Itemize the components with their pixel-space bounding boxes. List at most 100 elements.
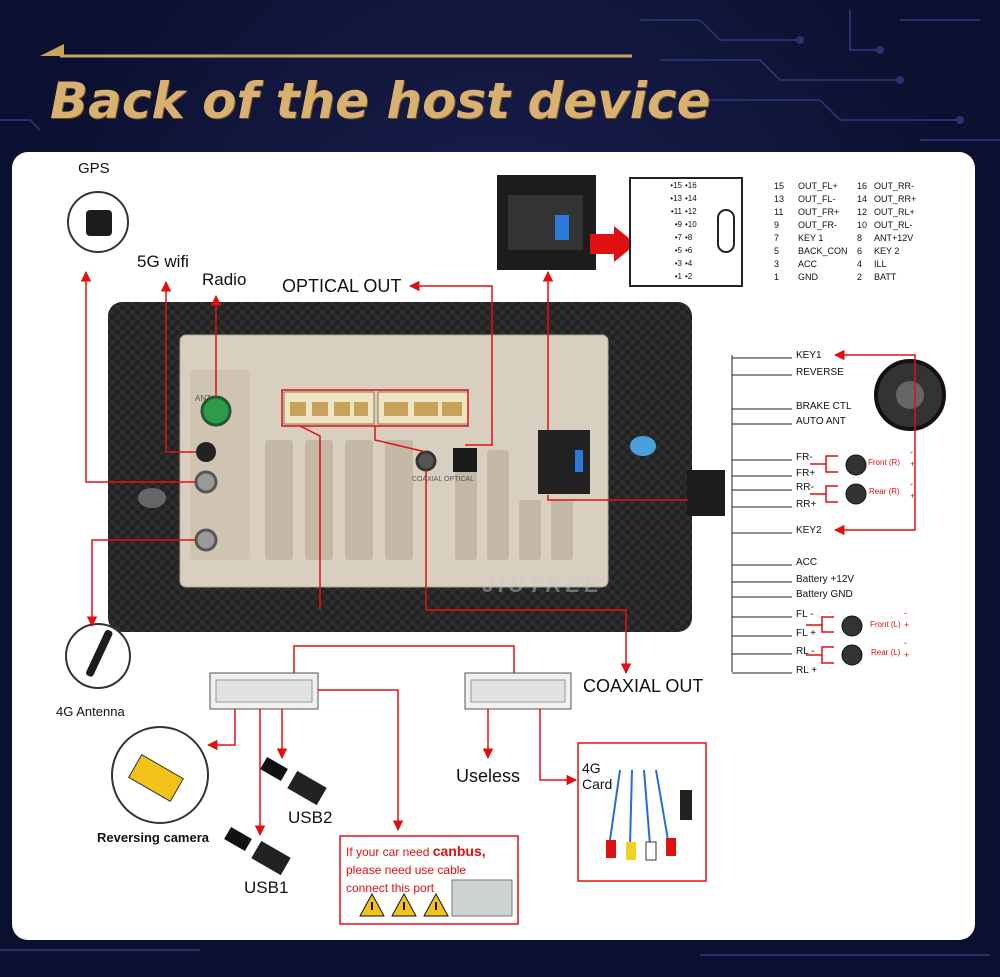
harness-wire-label: KEY1 <box>796 350 822 361</box>
pinout-signal: ILL <box>874 259 887 269</box>
pinout-number: 6 <box>857 246 863 256</box>
polarity-plus: + <box>910 459 916 469</box>
harness-wire-label: RR+ <box>796 499 817 510</box>
coaxial-optical-mark: COAXIAL OPTICAL <box>412 476 474 483</box>
mount-badge-left <box>138 488 166 508</box>
pinout-signal: GND <box>798 272 818 282</box>
pinout-signal: OUT_FR- <box>798 220 837 230</box>
pin-number: •12 <box>685 207 697 216</box>
harness-wire-label: BRAKE CTL <box>796 401 852 412</box>
usb2-icon <box>260 756 288 782</box>
wifi-port <box>196 442 216 462</box>
pinout-signal: KEY 2 <box>874 246 900 256</box>
pinout-number: 10 <box>857 220 868 230</box>
optical-out-label: OPTICAL OUT <box>282 276 402 296</box>
pin-number: •14 <box>685 194 697 203</box>
pinout-signal: OUT_FR+ <box>798 207 840 217</box>
pinout-number: 12 <box>857 207 868 217</box>
harness-plug <box>687 470 725 516</box>
speaker-rear-r-icon <box>845 483 867 505</box>
harness-wire-label: RL - <box>796 646 815 657</box>
mount-badge-right <box>630 436 656 456</box>
pinout-signal: ACC <box>798 259 818 269</box>
radio-label: Radio <box>202 270 247 289</box>
speaker-rear-l-label: Rear (L) <box>871 648 901 657</box>
pin-number: •15 <box>670 181 682 190</box>
speaker-front-l-icon <box>841 615 863 637</box>
pin-number: •5 <box>674 246 682 255</box>
pin-number: •2 <box>685 272 693 281</box>
pinout-number: 14 <box>857 194 868 204</box>
right-arrow <box>590 226 636 262</box>
pin-number: •6 <box>685 246 693 255</box>
useless-label: Useless <box>456 766 521 786</box>
pinout-signal: OUT_RR+ <box>874 194 917 204</box>
pinout-number: 9 <box>774 220 780 230</box>
speaker-rear-r-label: Rear (R) <box>869 487 900 496</box>
usb1-icon <box>224 826 252 852</box>
gps-port <box>194 470 218 494</box>
pin-number: •10 <box>685 220 697 229</box>
harness-wire-label: FR- <box>796 452 813 463</box>
title-arrow <box>40 44 64 56</box>
pinout-number: 13 <box>774 194 785 204</box>
pinout-signal: ANT+12V <box>874 233 914 243</box>
pinout-number: 7 <box>774 233 780 243</box>
wiring-diagram <box>65 175 946 925</box>
pin-number: •3 <box>674 259 682 268</box>
coaxial-out-label: COAXIAL OUT <box>583 676 704 696</box>
pinout-number: 16 <box>857 181 868 191</box>
harness-wire-label: FL - <box>796 609 814 620</box>
harness-wire-label: RR- <box>796 482 814 493</box>
page-title: Back of the host device <box>50 72 711 130</box>
polarity-plus: + <box>904 650 910 660</box>
pinout-number: 11 <box>774 207 784 217</box>
harness-wire-label: KEY2 <box>796 525 822 536</box>
pin-number: •1 <box>674 272 682 281</box>
wifi-label: 5G wifi <box>137 252 189 271</box>
polarity-minus: - <box>904 608 907 618</box>
pin-diagram <box>629 177 743 287</box>
diagram-panel: GPS 5G wifi Radio OPTICAL OUT COAXIAL OU… <box>12 152 975 940</box>
pin-number: •7 <box>674 233 682 242</box>
polarity-minus: - <box>910 479 913 489</box>
pin-number: •13 <box>670 194 682 203</box>
pinout-number: 3 <box>774 259 780 269</box>
pinout-number: 5 <box>774 246 780 256</box>
ant-mark: ANT <box>195 394 211 403</box>
4g-antenna-label: 4G Antenna <box>56 704 125 719</box>
pin-number: •9 <box>674 220 682 229</box>
harness-wire-label: REVERSE <box>796 367 844 378</box>
pin-number: •8 <box>685 233 693 242</box>
harness-wire-label: RL + <box>796 665 818 676</box>
polarity-plus: + <box>910 491 916 501</box>
pinout-number: 8 <box>857 233 863 243</box>
canbus-note: If your car need canbus, please need use… <box>346 843 486 895</box>
pinout-number: 4 <box>857 259 863 269</box>
pinout-signal: OUT_FL+ <box>798 181 838 191</box>
speaker-rear-l-icon <box>841 644 863 666</box>
pinout-signal: KEY 1 <box>798 233 824 243</box>
pin-number: •16 <box>685 181 697 190</box>
harness-wire-label: Battery +12V <box>796 574 855 585</box>
usb2-label: USB2 <box>288 808 333 827</box>
pinout-number: 2 <box>857 272 863 282</box>
harness-wire-label: Battery GND <box>796 589 853 600</box>
reversing-camera-label: Reversing camera <box>97 830 210 845</box>
pin-number: •11 <box>670 207 682 216</box>
pinout-number: 1 <box>774 272 780 282</box>
coaxial-port <box>415 450 437 472</box>
pinout-signal: OUT_RL+ <box>874 207 915 217</box>
usb1-label: USB1 <box>244 878 289 897</box>
harness-wire-label: FL + <box>796 628 816 639</box>
pinout-signal: BATT <box>874 272 897 282</box>
4g-antenna-port <box>194 528 218 552</box>
harness-wire-label: ACC <box>796 557 818 568</box>
polarity-plus: + <box>904 620 910 630</box>
pinout-signal: BACK_CON <box>798 246 848 256</box>
harness-wire-label: FR+ <box>796 468 816 479</box>
pinout-signal: OUT_RL- <box>874 220 913 230</box>
watermark: JIUTREE <box>482 572 603 597</box>
